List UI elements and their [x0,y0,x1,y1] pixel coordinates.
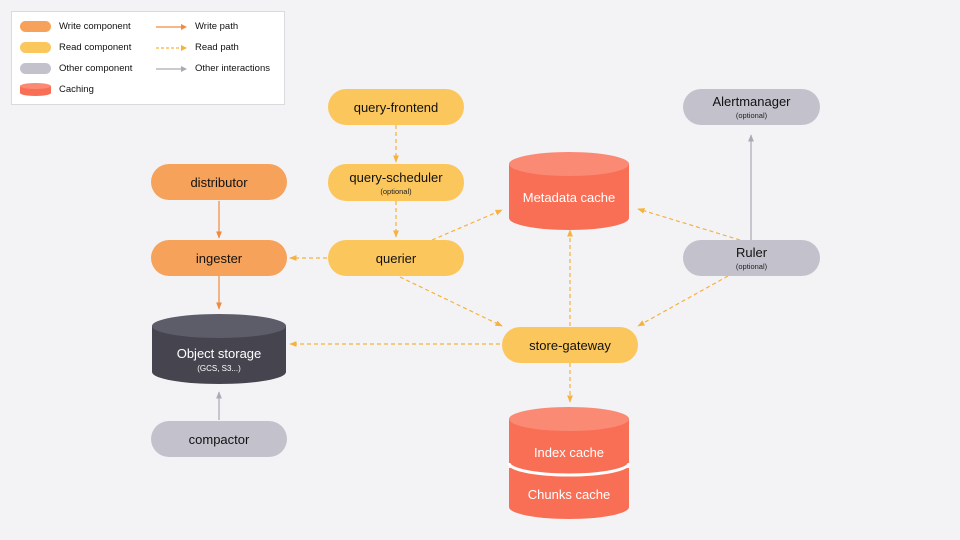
metadata-cache-label: Metadata cache [522,190,616,205]
legend-caching-label: Caching [59,84,94,95]
distributor-label: distributor [190,174,248,190]
querier-label: querier [375,250,417,266]
legend-write-component-label: Write component [59,21,131,32]
legend: Write component Read component Other com… [11,11,285,105]
legend-read-component: Read component [20,42,131,53]
query-frontend-node[interactable]: query-frontend [328,89,464,125]
legend-write-component: Write component [20,21,131,32]
alertmanager-node[interactable]: Alertmanager (optional) [683,89,820,125]
ruler-label: Ruler [735,245,768,260]
query-scheduler-label: query-scheduler [349,169,443,185]
ingester-node[interactable]: ingester [151,240,287,276]
compactor-label: compactor [188,431,250,447]
legend-write-path: Write path [156,21,238,32]
alertmanager-label: Alertmanager [712,94,791,109]
query-scheduler-optional: (optional) [380,186,412,196]
legend-other-component: Other component [20,63,132,74]
object-storage-label: Object storage [176,346,262,361]
store-gateway-label: store-gateway [529,337,611,353]
metadata-cache-node[interactable]: Metadata cache [509,190,629,205]
legend-read-component-label: Read component [59,42,132,53]
write-arrow-icon [156,23,187,30]
ingester-label: ingester [195,250,243,266]
edge-ruler-storegateway [637,275,729,327]
edge-ruler-metadata [637,208,741,241]
distributor-node[interactable]: distributor [151,164,287,200]
index-chunks-cache-cylinder [507,407,631,519]
other-arrow-icon [156,65,187,72]
legend-read-path-label: Read path [195,42,239,53]
compactor-node[interactable]: compactor [151,421,287,457]
query-scheduler-node[interactable]: query-scheduler (optional) [328,164,464,201]
object-storage-cylinder [152,314,286,384]
querier-node[interactable]: querier [328,240,464,276]
read-swatch-icon [20,42,51,53]
index-cache-node[interactable]: Index cache [509,445,629,460]
edge-querier-storegateway [399,276,503,327]
write-swatch-icon [20,21,51,32]
alertmanager-optional: (optional) [735,111,768,120]
other-swatch-icon [20,63,51,74]
legend-read-path: Read path [156,42,239,53]
edge-querier-metadata [431,209,503,241]
chunks-cache-label: Chunks cache [527,487,611,502]
legend-caching: Caching [20,83,94,96]
legend-other-interactions: Other interactions [156,63,270,74]
ruler-optional: (optional) [735,262,768,271]
chunks-cache-node[interactable]: Chunks cache [509,487,629,502]
object-storage-node[interactable]: Object storage (GCS, S3...) [152,346,286,373]
object-storage-subtitle: (GCS, S3...) [197,364,241,373]
store-gateway-node[interactable]: store-gateway [502,327,638,363]
cache-cylinder-icon [20,83,51,96]
ruler-node[interactable]: Ruler (optional) [683,240,820,276]
read-arrow-icon [156,44,187,51]
legend-other-interactions-label: Other interactions [195,63,270,74]
query-frontend-label: query-frontend [353,99,439,115]
index-cache-label: Index cache [533,445,605,460]
metadata-cache-cylinder [509,152,629,230]
legend-other-component-label: Other component [59,63,133,74]
legend-write-path-label: Write path [195,21,239,32]
